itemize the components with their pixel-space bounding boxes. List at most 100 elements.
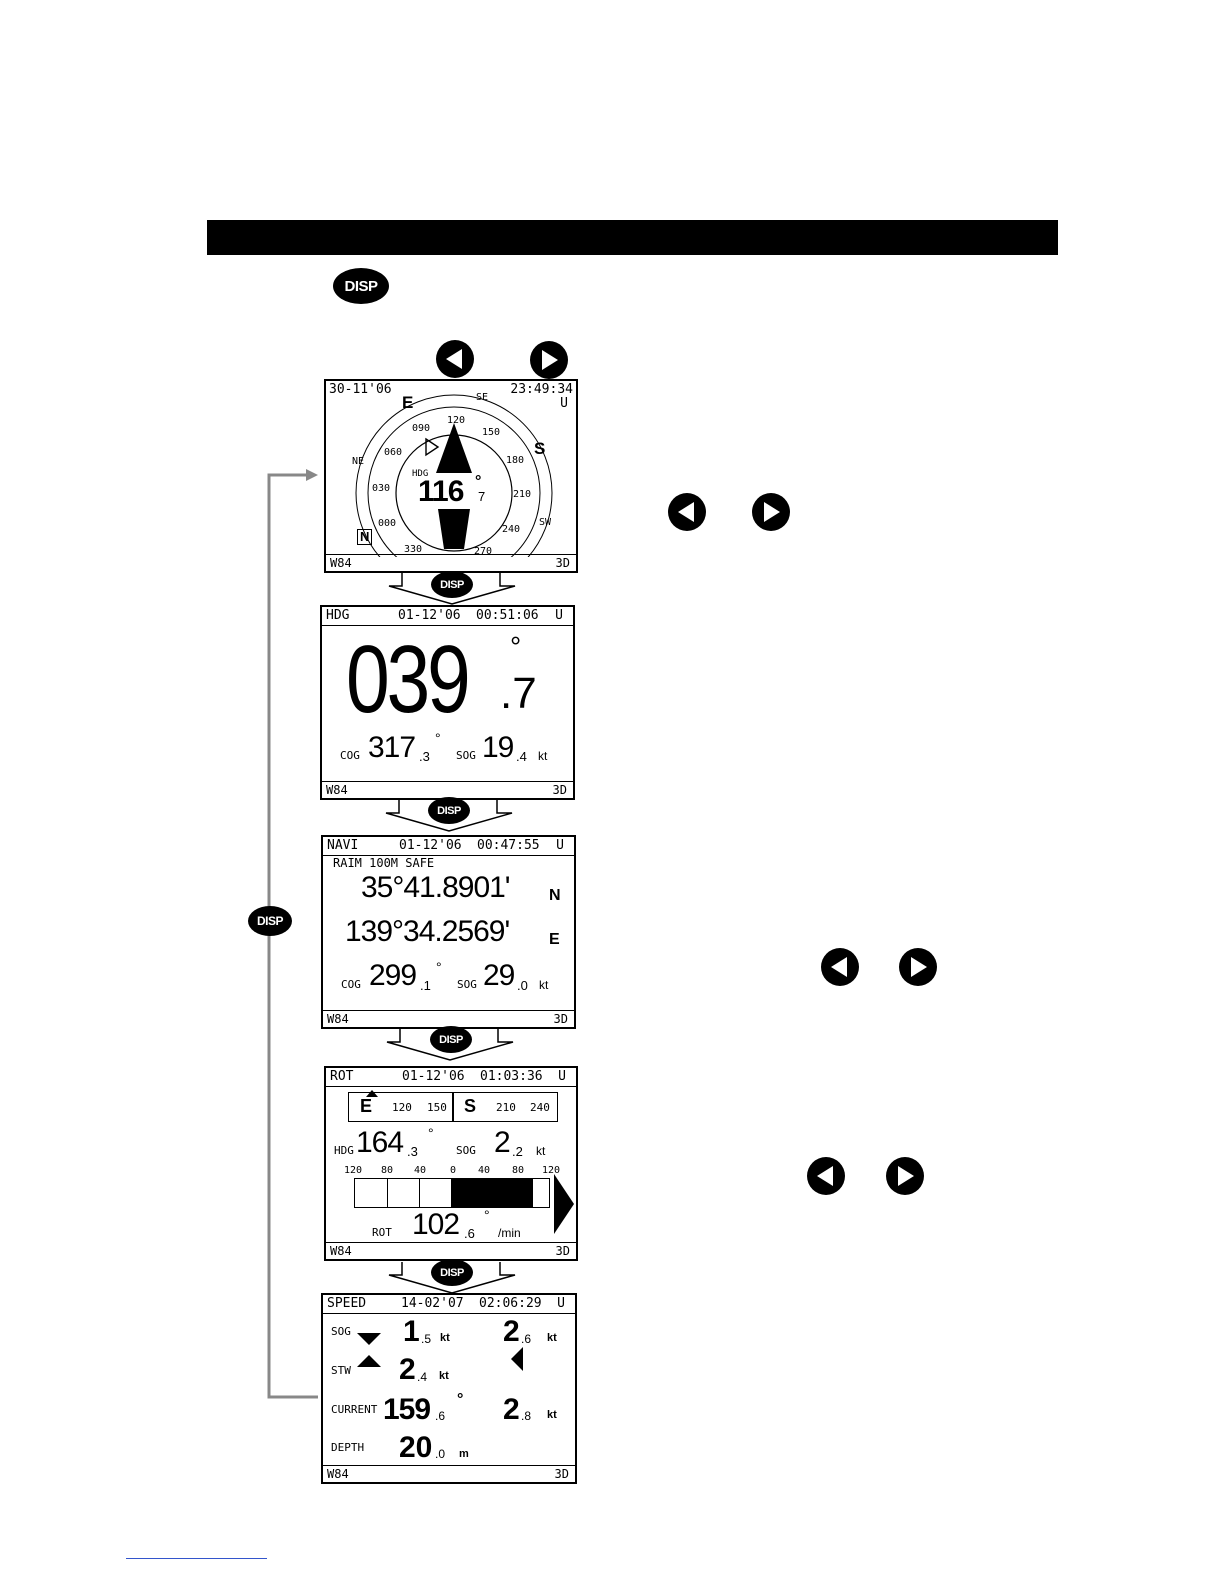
date: 30-11'06 xyxy=(329,382,392,397)
dir-S: S xyxy=(534,439,546,458)
hdg-big-value: 039 xyxy=(346,626,471,733)
sog-fore-aft-value: 1 xyxy=(403,1315,420,1348)
latitude-hemisphere: N xyxy=(549,887,561,904)
degree-sign: ° xyxy=(436,959,442,975)
cog-decimal: .1 xyxy=(420,978,431,993)
tick-label: 240 xyxy=(502,524,521,535)
hdg-value: 164 xyxy=(356,1126,404,1159)
status-bar: W84 3D xyxy=(323,1010,574,1027)
disp-key-icon: DISP xyxy=(431,1259,473,1286)
unit-kt: kt xyxy=(547,1409,557,1421)
datum-label: W84 xyxy=(326,783,348,797)
unit-kt: kt xyxy=(538,749,548,763)
sog-port-stbd-decimal: .6 xyxy=(521,1332,532,1346)
unit-kt: kt xyxy=(536,1144,546,1158)
hdg-decimal: 7 xyxy=(478,489,486,504)
unit-kt: kt xyxy=(547,1332,557,1344)
current-direction-value: 159 xyxy=(383,1393,431,1426)
right-arrow-key-icon xyxy=(530,341,568,379)
current-direction-decimal: .6 xyxy=(435,1409,446,1423)
dir-NE: NE xyxy=(352,456,365,467)
hdg-decimal: .3 xyxy=(407,1144,418,1159)
compass-rose xyxy=(355,394,553,557)
mode-indicator: U xyxy=(557,1296,565,1311)
right-arrow-key-icon xyxy=(752,493,790,531)
stw-label: STW xyxy=(331,1364,351,1377)
title-bar: NAVI 01-12'06 00:47:55 U xyxy=(323,837,574,856)
status-bar: W84 3D xyxy=(326,554,576,571)
date: 01-12'06 xyxy=(399,838,462,853)
dir-N: N xyxy=(357,529,373,545)
sog-fore-aft-decimal: .5 xyxy=(421,1332,432,1346)
tick-label: 180 xyxy=(506,455,525,466)
hdg-display-screen: HDG 01-12'06 00:51:06 U 039 ° .7 COG 317… xyxy=(320,605,575,800)
unit-kt: kt xyxy=(539,978,549,992)
tape-label: 210 xyxy=(496,1101,516,1114)
rot-decimal: .6 xyxy=(464,1226,475,1241)
speed-display-screen: SPEED 14-02'07 02:06:29 U SOG 1 .5 kt 2 … xyxy=(321,1293,577,1484)
scale-label: 40 xyxy=(414,1165,427,1176)
depth-decimal: .0 xyxy=(435,1447,446,1461)
tick-label: 000 xyxy=(378,518,397,529)
tick-label: 150 xyxy=(482,427,501,438)
sog-label: SOG xyxy=(456,1144,476,1157)
unit-kt: kt xyxy=(439,1370,449,1382)
degree-sign: ° xyxy=(435,730,441,746)
fix-mode-label: 3D xyxy=(555,556,570,570)
unit-m: m xyxy=(459,1448,469,1460)
tape-label: 150 xyxy=(427,1101,447,1114)
left-arrow-icon xyxy=(511,1347,523,1371)
tape-label: E xyxy=(360,1096,373,1116)
right-arrow-key-icon xyxy=(899,948,937,986)
fix-mode-label: 3D xyxy=(555,1244,570,1258)
disp-key-icon: DISP xyxy=(431,571,473,598)
stw-decimal: .4 xyxy=(417,1370,428,1384)
sog-label: SOG xyxy=(331,1325,351,1338)
flow-arrow xyxy=(388,573,516,605)
mode-indicator: U xyxy=(558,1069,566,1084)
left-arrow-key-icon xyxy=(807,1157,845,1195)
screen-title: HDG xyxy=(326,608,350,623)
up-arrow-icon xyxy=(357,1355,381,1367)
rot-value: 102 xyxy=(412,1208,460,1241)
scale-label: 0 xyxy=(450,1165,457,1176)
hdg-label: HDG xyxy=(412,469,429,479)
cog-label: COG xyxy=(341,978,361,991)
tick-label: 120 xyxy=(447,415,466,426)
degree-sign: ° xyxy=(475,473,482,490)
cog-value: 299 xyxy=(369,959,417,992)
rot-display-screen: ROT 01-12'06 01:03:36 U E 120 150 S 210 … xyxy=(324,1066,578,1261)
footnote-rule xyxy=(126,1558,267,1559)
heading-tape-center xyxy=(452,1092,454,1122)
flow-arrow xyxy=(385,800,513,832)
rot-bar-fill xyxy=(451,1179,533,1207)
fix-mode-label: 3D xyxy=(553,1012,568,1026)
sog-value: 19 xyxy=(482,731,514,764)
sog-label: SOG xyxy=(457,978,477,991)
fix-mode-label: 3D xyxy=(554,1467,569,1481)
datum-label: W84 xyxy=(330,1244,352,1258)
tick-label: 060 xyxy=(384,447,403,458)
rot-bar-frame xyxy=(354,1178,550,1208)
title-bar: HDG 01-12'06 00:51:06 U xyxy=(322,607,573,626)
dir-SE: SE xyxy=(476,392,489,403)
date: 01-12'06 xyxy=(402,1069,465,1084)
sog-label: SOG xyxy=(456,749,476,762)
current-speed-decimal: .8 xyxy=(521,1409,532,1423)
rot-unit: /min xyxy=(498,1226,521,1240)
fix-mode-label: 3D xyxy=(552,783,567,797)
degree-sign: ° xyxy=(484,1207,490,1223)
tick-label: 090 xyxy=(412,423,431,434)
mode-indicator: U xyxy=(556,838,564,853)
degree-sign: ° xyxy=(510,631,522,662)
datum-label: W84 xyxy=(330,556,352,570)
tape-label: 120 xyxy=(392,1101,412,1114)
screen-title: NAVI xyxy=(327,838,359,853)
sog-decimal: .2 xyxy=(512,1144,523,1159)
down-arrow-icon xyxy=(357,1333,381,1345)
status-bar: W84 3D xyxy=(323,1465,575,1482)
time: 02:06:29 xyxy=(479,1296,542,1311)
status-bar: W84 3D xyxy=(322,781,573,798)
scale-label: 120 xyxy=(344,1165,363,1176)
longitude-value: 139°34.2569' xyxy=(345,915,510,948)
